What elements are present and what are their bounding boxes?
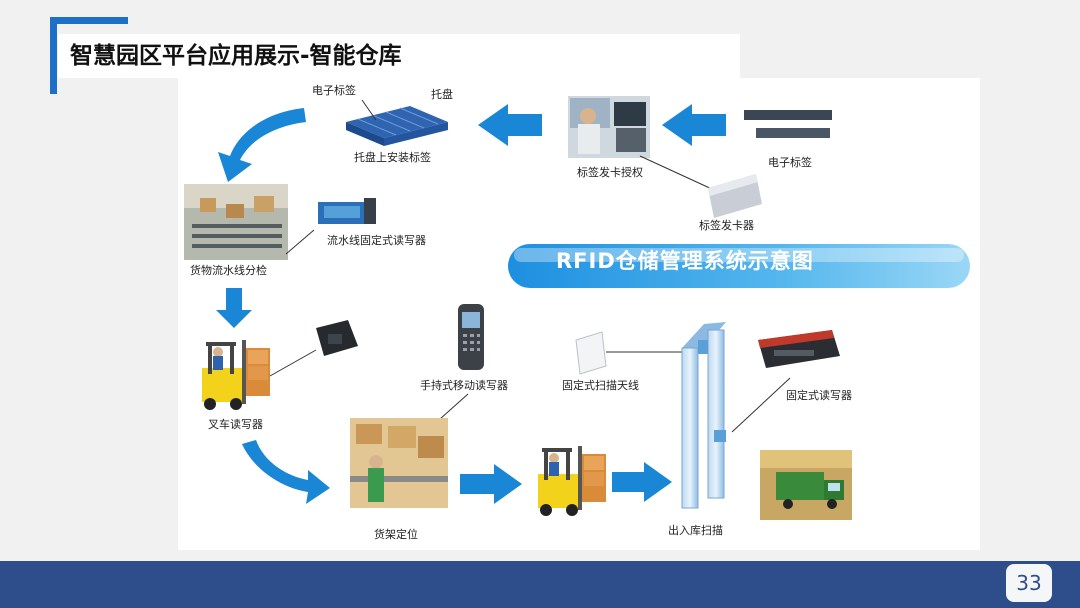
card-issuing-photo bbox=[568, 96, 650, 158]
conveyor-reader-device bbox=[318, 198, 376, 224]
pallet-image bbox=[346, 106, 448, 146]
rfid-banner bbox=[508, 244, 970, 288]
page-number: 33 bbox=[1006, 564, 1052, 602]
shelf-photo bbox=[350, 418, 448, 508]
arrow-down bbox=[216, 288, 252, 328]
arrow-right-2 bbox=[612, 462, 672, 502]
handheld-reader-device bbox=[458, 304, 484, 370]
conveyor-photo bbox=[184, 184, 288, 260]
tag-issuer-device bbox=[708, 174, 762, 218]
flow-arrows bbox=[216, 104, 726, 504]
forklift-reader-device bbox=[316, 320, 358, 356]
arrow-left-2 bbox=[478, 104, 542, 146]
arrow-left-1 bbox=[662, 104, 726, 146]
rfid-diagram: RFID仓储管理系统示意图 电子标签 托盘 托盘上安装标签 标签发卡授权 电子标… bbox=[178, 78, 980, 550]
truck-photo bbox=[760, 450, 852, 520]
footer-bar bbox=[0, 561, 1080, 608]
title-corner-bracket bbox=[50, 17, 128, 94]
forklift-1 bbox=[202, 340, 270, 410]
scan-gate bbox=[681, 322, 726, 509]
diagram-graphics bbox=[184, 96, 970, 520]
arrow-right-1 bbox=[460, 464, 522, 504]
arrow-curve-top bbox=[218, 108, 306, 182]
fixed-reader-device bbox=[758, 330, 840, 368]
title-background bbox=[58, 34, 740, 78]
forklift-2 bbox=[538, 446, 606, 516]
slide-title: 智慧园区平台应用展示-智能仓库 bbox=[70, 43, 402, 69]
electronic-tag-device bbox=[744, 110, 832, 138]
arrow-curve-bottom bbox=[242, 440, 330, 504]
fixed-antenna-device bbox=[575, 331, 607, 375]
